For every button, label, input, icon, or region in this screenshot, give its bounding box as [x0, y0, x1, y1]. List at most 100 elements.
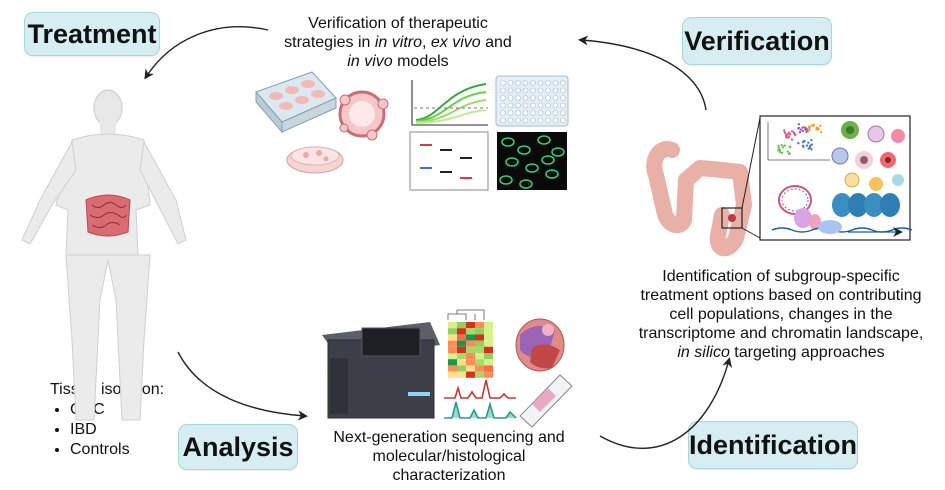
well [560, 117, 566, 124]
umap-point [777, 146, 780, 149]
well [537, 87, 544, 94]
umap-point [788, 152, 791, 155]
well [545, 117, 551, 124]
well [537, 80, 544, 86]
analysis-badge: Analysis [178, 424, 298, 470]
heatmap-cell [466, 322, 475, 329]
heatmap-cell [466, 346, 475, 353]
umap-point [778, 148, 782, 152]
umap-point [799, 128, 802, 131]
verification-badge: Verification [682, 17, 832, 65]
heatmap-cell [466, 340, 475, 347]
umap-point [809, 144, 812, 148]
umap-point [801, 129, 805, 133]
umap-point [807, 141, 810, 144]
dna-chromatin-icon [771, 185, 913, 237]
heatmap-cell [475, 365, 484, 372]
umap-point [810, 143, 814, 146]
umap-point [803, 140, 806, 143]
umap-point [787, 135, 790, 139]
well [500, 80, 506, 86]
well [515, 110, 521, 116]
identification-description: Identification of subgroup-specific trea… [626, 267, 936, 362]
well [530, 87, 536, 94]
well [545, 80, 551, 86]
well [500, 102, 506, 109]
analysis-line-3: characterization [392, 467, 506, 484]
well [522, 95, 529, 101]
heatmap-cell [457, 322, 466, 329]
slide-icon [519, 374, 573, 428]
identification-line-1: Identification of subgroup-specific [662, 268, 900, 285]
heatmap-cell [457, 340, 466, 347]
heatmap-cell [466, 365, 475, 372]
umap-point [783, 144, 787, 147]
umap-point [780, 144, 783, 147]
well [530, 95, 536, 101]
well [560, 95, 566, 101]
well [545, 87, 551, 94]
heatmap-cell [484, 371, 493, 378]
well [530, 102, 536, 109]
umap-point [807, 125, 811, 129]
cell [551, 147, 565, 157]
umap-point [783, 129, 786, 132]
well [507, 95, 514, 101]
well [560, 102, 566, 109]
cell [545, 169, 559, 179]
umap-point [815, 128, 818, 131]
umap-point [808, 128, 811, 131]
well [530, 80, 536, 86]
heatmap-cell [448, 340, 457, 347]
well [515, 117, 521, 124]
heatmap-cell [475, 334, 484, 341]
verification-line-3: in vivo models [347, 53, 449, 70]
analysis-description: Next-generation sequencing and molecular… [318, 428, 580, 485]
umap-point [803, 126, 806, 129]
identification-line-5: in silico targeting approaches [677, 344, 885, 361]
colon-icon [646, 117, 761, 257]
heatmap-cell [448, 359, 457, 366]
well [507, 117, 514, 124]
umap-point [801, 144, 805, 148]
human-body-icon [21, 89, 187, 421]
heatmap-cell [475, 328, 484, 335]
heatmap-cell [484, 359, 493, 366]
heatmap-cell [448, 328, 457, 335]
zoom-panel [759, 115, 911, 241]
cell [517, 145, 531, 155]
tissue-item: IBD [70, 420, 190, 440]
well [552, 95, 559, 101]
umap-point [797, 126, 801, 130]
immune-cells-icon [831, 121, 905, 191]
umap-point [790, 138, 794, 141]
heatmap-cell [466, 359, 475, 366]
umap-point [805, 144, 809, 147]
umap-point [805, 128, 809, 131]
heatmap-cell [484, 340, 493, 347]
well [515, 80, 521, 86]
arrow-treatment-to-analysis [177, 351, 308, 421]
heatmap-cell [475, 353, 484, 360]
cell [499, 175, 513, 185]
heatmap-cell [448, 322, 457, 329]
heatmap-cell [466, 371, 475, 378]
verification-description: Verification of therapeutic strategies i… [278, 14, 518, 71]
umap-point [801, 126, 804, 129]
heatmap-cell [484, 328, 493, 335]
heatmap-cell [448, 334, 457, 341]
heatmap-icon [447, 309, 493, 378]
umap-point [792, 131, 796, 134]
cell [519, 179, 533, 189]
heatmap-cell [448, 371, 457, 378]
umap-point [811, 124, 814, 127]
well [522, 110, 529, 116]
umap-point [778, 150, 782, 154]
heatmap-cell [475, 322, 484, 329]
heatmap-cell [484, 365, 493, 372]
sequencer-icon [322, 322, 440, 419]
fluorescence-image-icon [497, 132, 567, 190]
well [545, 102, 551, 109]
petri-dish-icon [286, 146, 344, 174]
